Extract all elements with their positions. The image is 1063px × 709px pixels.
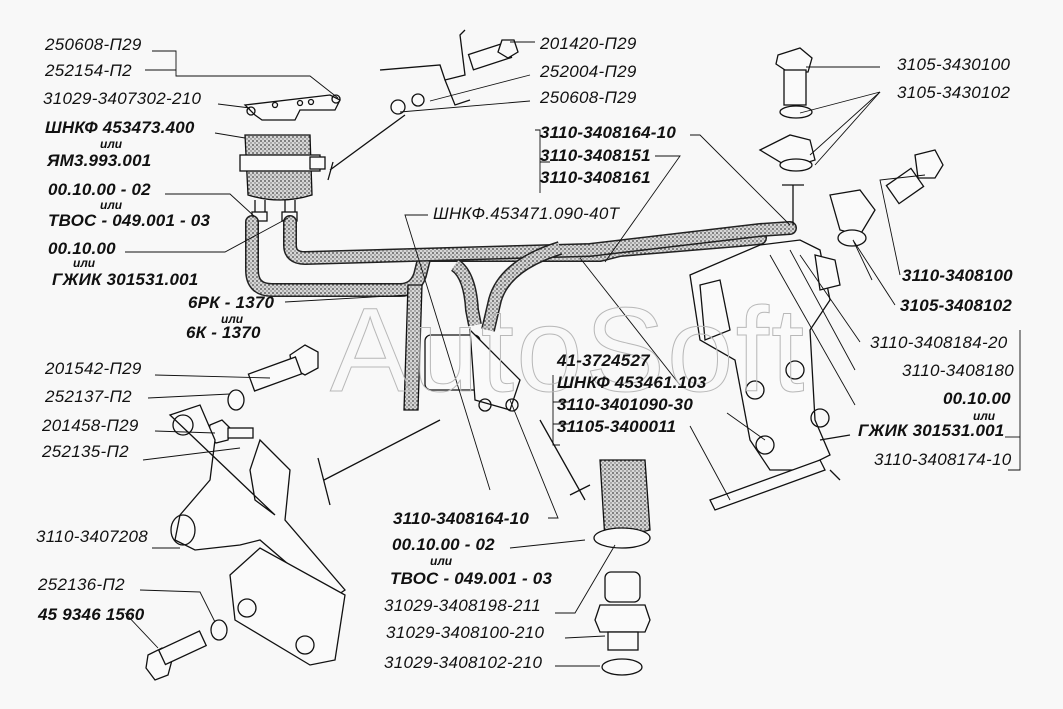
part-label: ШНКФ 453473.400 — [45, 118, 195, 137]
part-label: 31029-3408102-210 — [384, 653, 543, 672]
or-label: или — [430, 554, 453, 568]
part-label: 31105-3400011 — [557, 417, 677, 436]
upper-bolt-assembly — [379, 29, 519, 115]
banjo-bolt-right — [782, 149, 944, 247]
part-label: ШНКФ.453471.090-40Т — [433, 204, 620, 223]
part-label: 3110-3408151 — [540, 146, 651, 165]
part-label: 3105-3408102 — [900, 296, 1013, 315]
part-label: 00.10.00 — [48, 239, 116, 258]
part-label: 250608-П29 — [45, 35, 142, 54]
banjo-bolt-top — [758, 47, 816, 172]
part-label: 3110-3408180 — [902, 361, 1014, 380]
watermark: AutoSoft — [329, 283, 807, 417]
part-label: 3110-3408184-20 — [870, 333, 1008, 352]
part-label: 31029-3407302-210 — [43, 89, 202, 108]
part-label: 45 9346 1560 — [38, 605, 145, 624]
part-label: ШНКФ 453461.103 — [557, 373, 707, 392]
part-label: 201542-П29 — [45, 359, 142, 378]
or-label: или — [221, 312, 244, 326]
or-label: или — [100, 137, 123, 151]
part-label: 3110-3408164-10 — [540, 123, 676, 142]
part-label: 6К - 1370 — [186, 323, 261, 342]
part-label: 3105-3430102 — [897, 83, 1011, 102]
power-steering-reservoir — [239, 134, 326, 222]
part-label: 250608-П29 — [540, 88, 637, 107]
part-label: 3110-3401090-30 — [557, 395, 693, 414]
part-label: 00.10.00 - 02 — [48, 180, 151, 199]
or-label: или — [100, 198, 123, 212]
part-label: 31029-3408100-210 — [386, 623, 545, 642]
part-label: ЯМ3.993.001 — [47, 151, 152, 170]
steering-gear — [689, 239, 851, 511]
part-label: 3110-3408161 — [540, 168, 651, 187]
part-label: 41-3724527 — [557, 351, 650, 370]
part-label: 3110-3408164-10 — [393, 509, 529, 528]
leader-lines — [124, 41, 1021, 667]
part-label: ГЖИК 301531.001 — [52, 270, 199, 289]
reservoir-bracket — [243, 94, 341, 121]
part-label: 00.10.00 — [943, 389, 1011, 408]
part-label: 00.10.00 - 02 — [392, 535, 495, 554]
part-label: ГЖИК 301531.001 — [858, 421, 1005, 440]
part-label: 3110-3407208 — [36, 527, 148, 546]
hoses — [245, 215, 797, 332]
part-label: 252004-П29 — [540, 62, 637, 81]
return-hose-fitting — [539, 419, 651, 676]
power-steering-pump — [403, 284, 521, 412]
part-label: 252135-П2 — [42, 442, 129, 461]
part-label: 6РК - 1370 — [188, 293, 275, 312]
part-label: ТВОС - 049.001 - 03 — [390, 569, 553, 588]
pump-bracket — [145, 404, 441, 681]
part-label: 3110-3408100 — [902, 266, 1013, 285]
part-label: 201458-П29 — [42, 416, 139, 435]
part-label: 201420-П29 — [540, 34, 637, 53]
or-label: или — [973, 409, 996, 423]
or-label: или — [73, 256, 96, 270]
part-label: 252136-П2 — [38, 575, 125, 594]
part-label: 3110-3408174-10 — [874, 450, 1012, 469]
part-label: 252137-П2 — [45, 387, 132, 406]
part-label: 31029-3408198-211 — [384, 596, 541, 615]
part-label: 252154-П2 — [45, 61, 132, 80]
part-label: 3105-3430100 — [897, 55, 1011, 74]
part-label: ТВОС - 049.001 - 03 — [48, 211, 211, 230]
